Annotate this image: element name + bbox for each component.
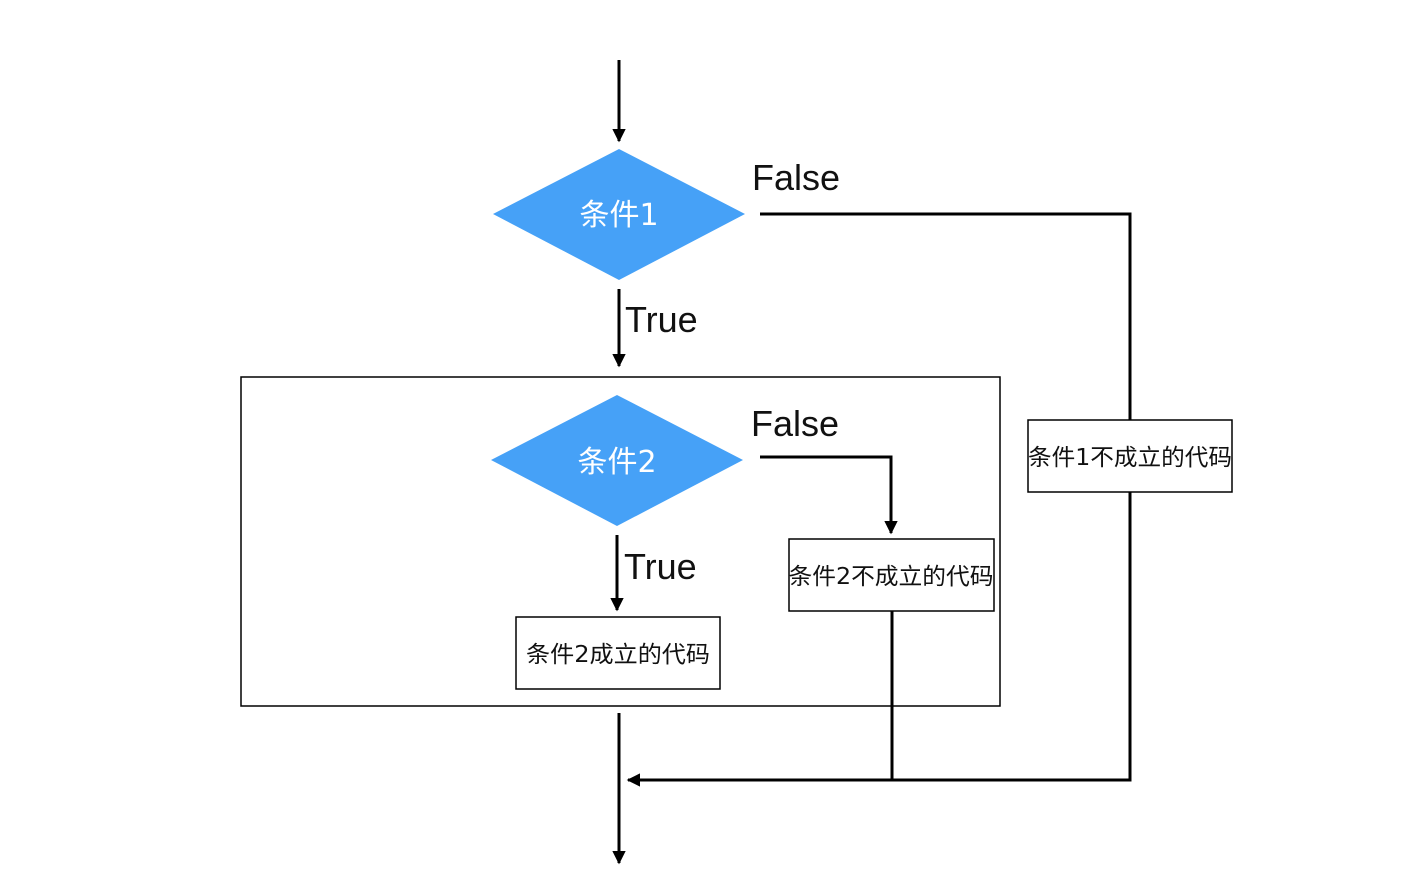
decision-2-false-label: False — [751, 403, 839, 444]
condition-1-false-code-box — [1027, 419, 1233, 493]
condition-1-false-return-path — [892, 492, 1132, 782]
decision-1-label: 条件1 — [579, 198, 658, 233]
condition-2-false-code-label: 条件2不成立的代码 — [789, 564, 994, 590]
nested-if-block — [240, 376, 1001, 707]
decision-2-diamond — [491, 395, 743, 526]
decision-2-true-label: True — [624, 546, 697, 587]
decision-2-label: 条件2 — [577, 445, 656, 480]
decision-1-true-label: True — [625, 299, 698, 340]
decision-1-false-label: False — [752, 157, 840, 198]
decision-1-false-path — [760, 212, 1132, 420]
condition-1-false-code-label: 条件1不成立的代码 — [1028, 445, 1232, 471]
decision-2-false-arrow — [760, 455, 898, 535]
condition-2-true-code-box — [515, 616, 721, 690]
decision-1-diamond — [493, 149, 745, 280]
condition-2-true-code-label: 条件2成立的代码 — [526, 642, 710, 668]
